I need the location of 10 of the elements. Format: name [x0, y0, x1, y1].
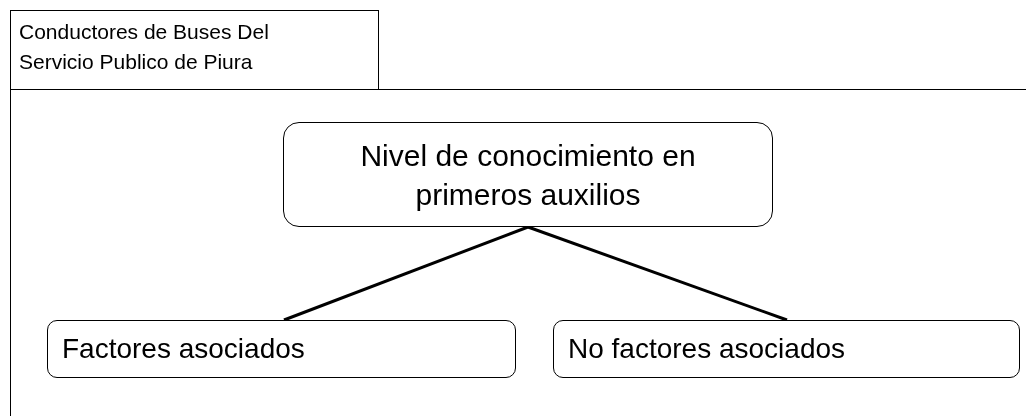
- frame-title: Conductores de Buses Del Servicio Publico de Piura: [10, 10, 379, 90]
- box-label: Nivel de conocimiento en primeros auxilios: [359, 137, 697, 213]
- rounded-box: [47, 320, 516, 378]
- box-label: Factores asociados: [62, 331, 305, 366]
- rounded-box: [553, 320, 1020, 378]
- connector-line: [527, 225, 788, 322]
- rounded-box: [283, 122, 773, 227]
- connector-line: [283, 225, 529, 322]
- box-label: No factores asociados: [568, 331, 846, 366]
- frame-border: [10, 10, 1026, 416]
